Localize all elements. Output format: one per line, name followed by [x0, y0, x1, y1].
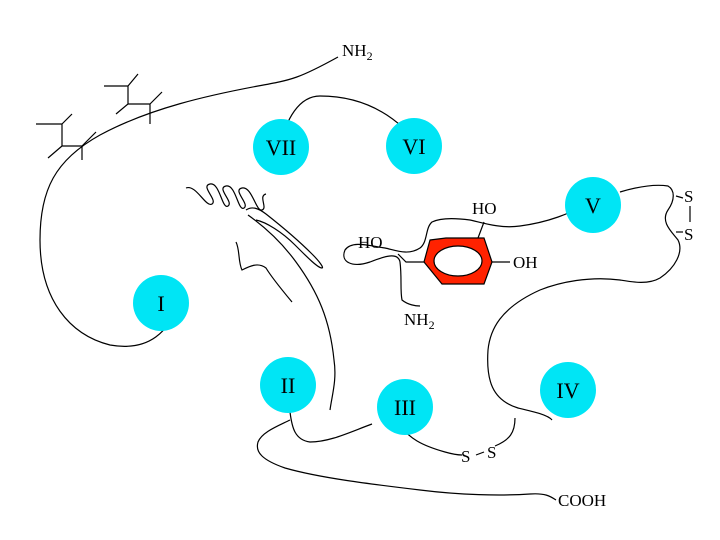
- helix-i-label: I: [157, 291, 164, 316]
- disulfide-bottom-s2: S: [487, 443, 496, 462]
- disulfide-right-s1: S: [684, 187, 693, 206]
- ligand-amine-label: NH2: [404, 310, 435, 332]
- bond-side-chain: [397, 253, 424, 263]
- bond-to-ho-top: [477, 221, 485, 239]
- helix-iii-label: III: [394, 395, 416, 420]
- n-terminus-label: NH2: [342, 41, 373, 63]
- helix-vi-circle: [386, 118, 442, 174]
- ligand-amine-main: NH: [404, 310, 429, 329]
- ligand-molecule: [397, 221, 510, 285]
- helix-ii-label: II: [281, 373, 296, 398]
- c-terminus-label: COOH: [558, 491, 606, 510]
- coiled-segment: [185, 183, 267, 211]
- disulfide-bond-bottom: [475, 451, 485, 456]
- transmembrane-segment-ii: [247, 214, 336, 411]
- helix-vi-label: VI: [402, 134, 425, 159]
- helix-iv-circle: [540, 362, 596, 418]
- helix-vii-circle: [253, 119, 309, 175]
- helix-iv-label: IV: [556, 378, 579, 403]
- n-terminal-chain: [39, 56, 339, 347]
- loop-iii-disulfide: [399, 425, 463, 456]
- transmembrane-loop-vi-ligand: [343, 204, 586, 307]
- ligand-oh-right: OH: [513, 253, 538, 272]
- helix-vii-label: VII: [266, 135, 297, 160]
- ring-aromatic-circle: [433, 245, 483, 277]
- ligand-amine-subscript: 2: [429, 318, 435, 332]
- n-terminus-subscript: 2: [367, 49, 373, 63]
- disulfide-bottom-s1: S: [461, 447, 470, 466]
- helix-i-circle: [133, 275, 189, 331]
- loop-v-to-iv: [487, 184, 681, 421]
- ligand-ho-left: HO: [358, 233, 383, 252]
- helix-ii-circle: [260, 357, 316, 413]
- glycosylation-tree-right: [104, 73, 163, 124]
- helix-ii-linker: [235, 241, 293, 303]
- ligand-ho-top: HO: [472, 199, 497, 218]
- helix-iii-circle: [377, 379, 433, 435]
- n-terminus-main: NH: [342, 41, 367, 60]
- helix-v-circle: [565, 177, 621, 233]
- glycosylation-tree-left: [36, 113, 97, 160]
- c-terminal-chain: [256, 411, 557, 501]
- helix-v-label: V: [585, 193, 601, 218]
- disulfide-right-s2: S: [684, 225, 693, 244]
- membrane-hairpin-curl: [245, 207, 324, 269]
- right-loop-to-s-top: [675, 195, 684, 199]
- loop-iv-to-iii: [494, 417, 516, 447]
